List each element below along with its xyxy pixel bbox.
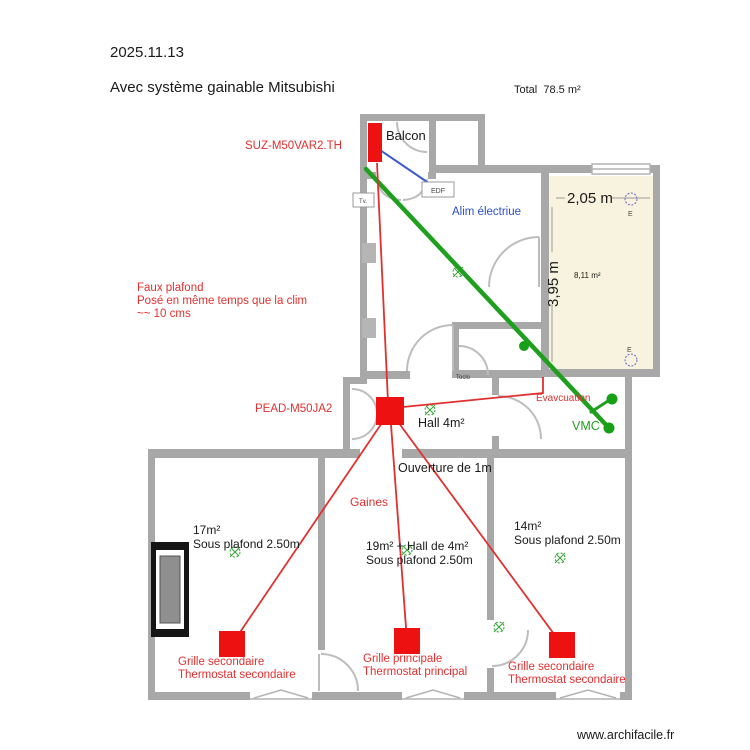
room2-room3-door — [491, 629, 529, 667]
bedroom-floor — [548, 176, 653, 369]
hall-label: Hall 4m² — [418, 416, 465, 430]
ceiling-light-icon — [554, 552, 566, 564]
grille2-line1: Grille principale — [363, 653, 443, 665]
opening-label: Ouverture de 1m — [398, 461, 492, 475]
vmc-point — [606, 393, 618, 405]
hall-evac-door — [497, 395, 542, 440]
grille-box-2 — [394, 628, 420, 654]
windows — [250, 163, 651, 700]
grille2-label[interactable]: Grille principale Thermostat principal — [363, 653, 467, 679]
duct-to-grille-3 — [389, 410, 563, 646]
evacuation-line — [402, 377, 544, 408]
duct-to-grille-2 — [389, 410, 408, 642]
walls — [148, 114, 660, 700]
grille3-label[interactable]: Grille secondaire Thermostat secondaire — [508, 661, 626, 687]
wall-tag-label: Toclo — [456, 375, 471, 381]
false-ceiling-note[interactable]: Faux plafond Posé en même temps que la c… — [137, 282, 307, 322]
bedroom-area: 8,11 m² — [574, 271, 601, 280]
bedroom-width: 2,05 m — [567, 190, 613, 207]
grille3-line2: Thermostat secondaire — [508, 674, 626, 687]
vmc-point — [603, 422, 615, 434]
tv-label: Tv. — [359, 199, 367, 205]
room1-room2-door — [320, 653, 359, 692]
power-label[interactable]: Alim électriue — [452, 206, 522, 218]
outlet-icon — [624, 353, 638, 367]
outlet-icon — [624, 192, 638, 206]
living-bedroom-door — [488, 236, 540, 288]
bedroom-height: 3,95 m — [545, 261, 562, 307]
room1-ceiling: Sous plafond 2.50m — [193, 536, 300, 551]
outdoor-unit-box — [368, 123, 382, 162]
refrigerant-line — [376, 162, 389, 403]
room3-ceiling: Sous plafond 2.50m — [514, 532, 621, 547]
duct-to-grille-1 — [231, 410, 391, 645]
ducts-label[interactable]: Gaines — [350, 495, 389, 509]
edf-label: EDF — [431, 188, 445, 195]
ceiling-light-icon — [229, 546, 241, 558]
plan-title: Avec système gainable Mitsubishi — [110, 79, 335, 96]
dimension-lines — [551, 197, 650, 362]
outlet-label: E — [627, 347, 632, 354]
edf-box[interactable] — [421, 181, 455, 198]
duct-lines — [231, 162, 563, 646]
website-watermark: www.archifacile.fr — [577, 728, 675, 742]
room1-area: 17m² — [193, 523, 221, 537]
false-ceiling-line3: ~~ 10 cms — [137, 308, 191, 321]
grille1-line2: Thermostat secondaire — [178, 669, 296, 682]
outdoor-unit-label[interactable]: SUZ-M50VAR2.TH — [245, 140, 342, 152]
room3-area: 14m² — [514, 519, 542, 533]
indoor-unit-label[interactable]: PEAD-M50JA2 — [255, 403, 333, 415]
ceiling-light-icon — [401, 544, 413, 556]
false-ceiling-line2: Posé en même temps que la clim — [137, 295, 308, 308]
grille-box-1 — [219, 631, 245, 657]
tv-box[interactable] — [352, 192, 375, 208]
wc-door — [458, 345, 489, 376]
fireplace[interactable] — [151, 542, 189, 637]
room1-info: 17m² Sous plafond 2.50m — [193, 523, 300, 552]
hvac-units[interactable] — [219, 123, 575, 658]
indoor-unit-box — [376, 397, 404, 425]
grille3-line1: Grille secondaire — [508, 661, 595, 673]
grille2-line2: Thermostat principal — [363, 666, 468, 679]
wall-blocks — [362, 243, 376, 338]
outlet-label: E — [628, 211, 633, 218]
ceiling-light-icon — [424, 404, 436, 416]
balcony-door-arc — [396, 121, 428, 153]
room3-info: 14m² Sous plafond 2.50m — [514, 519, 621, 548]
room2-ceiling: Sous plafond 2.50m — [366, 552, 473, 567]
grille1-line1: Grille secondaire — [178, 656, 265, 668]
tag-boxes: EDF Tv. Toclo — [352, 181, 471, 381]
plan-date: 2025.11.13 — [110, 44, 184, 61]
grille-box-3 — [549, 632, 575, 658]
grille1-label[interactable]: Grille secondaire Thermostat secondaire — [178, 656, 296, 682]
total-area: Total 78.5 m² — [514, 84, 581, 96]
outlet-symbols[interactable]: E E — [624, 192, 638, 367]
room2-info: 19m² + Hall de 4m² Sous plafond 2.50m — [366, 539, 473, 568]
closet-door-upper — [351, 388, 378, 415]
room2-area: 19m² + Hall de 4m² — [366, 539, 469, 553]
vmc-label[interactable]: VMC — [572, 419, 600, 433]
evacuation-label[interactable]: Evavcuation — [536, 393, 591, 404]
false-ceiling-line1: Faux plafond — [137, 282, 204, 294]
balcony-label: Balcon — [386, 128, 426, 143]
living-hall-door — [406, 324, 454, 372]
vmc-point — [519, 341, 529, 351]
vmc-outlets[interactable] — [519, 341, 618, 434]
ceiling-light-icon — [493, 621, 505, 633]
